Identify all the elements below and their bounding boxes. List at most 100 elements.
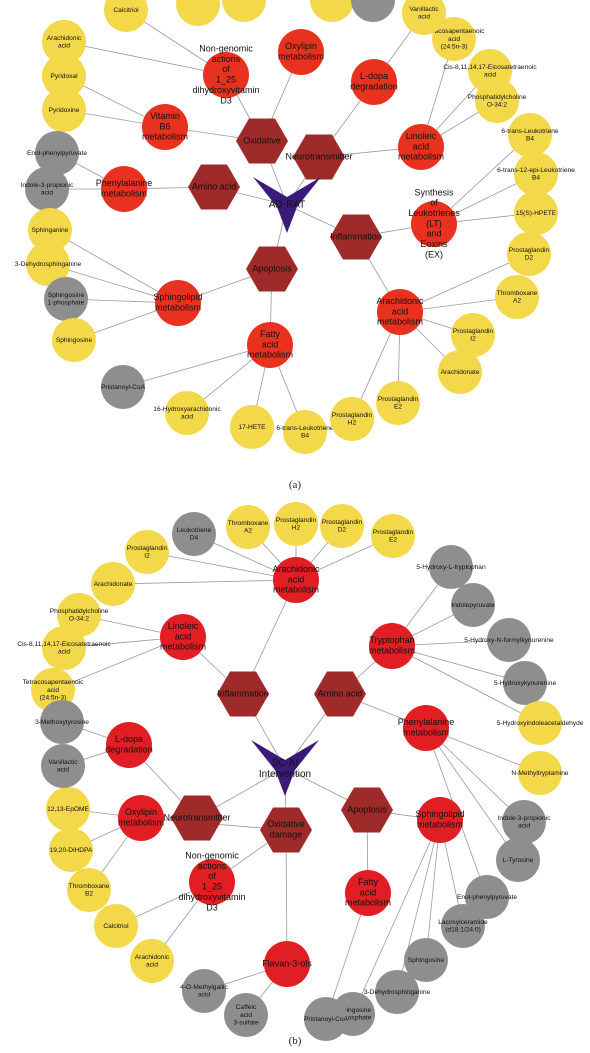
metabolite-circle — [42, 20, 86, 64]
node-label-line: Inflammation — [217, 688, 269, 698]
node-label-line: dihydroxyvitamin — [178, 892, 245, 902]
node-label-line: D2 — [525, 255, 534, 262]
node-label-line: (LT) — [426, 218, 442, 228]
node-label-line: Enol-phenylpyruvate — [457, 894, 517, 901]
node-label-line: Phosphatidylcholine — [468, 94, 527, 101]
metabolite-circle — [330, 397, 374, 441]
node-label-line: Amino acid — [318, 688, 363, 698]
metabolite-circle — [429, 545, 473, 589]
pathway-circle — [203, 52, 249, 98]
metabolite-circle — [465, 875, 509, 919]
panel-b-metabolite-5-hydroxykynurenine: 5-Hydroxykynurenine — [494, 661, 556, 705]
node-label-line: Arachidonate — [94, 581, 133, 588]
node-label-line: Eoxins — [420, 239, 448, 249]
node-label-line: (EX) — [425, 249, 443, 259]
node-label-line: B6 — [159, 121, 170, 131]
node-label-line: Flavan-3-ols — [262, 958, 312, 968]
node-label-line: O-34:2 — [487, 102, 507, 109]
node-label-line: metabolism — [155, 303, 201, 313]
node-label-line: Prostaglandin — [373, 529, 414, 536]
node-label-line: metabolism — [403, 728, 449, 738]
node-label-line: Prostaglandin — [378, 396, 419, 403]
pathway-circle — [377, 289, 423, 335]
category-hexagon — [217, 671, 269, 717]
node-label-line: 1_25 — [216, 75, 236, 85]
node-label-line: Neurotransmitter — [163, 812, 230, 822]
metabolite-circle — [507, 232, 551, 276]
metabolite-circle — [41, 744, 85, 788]
panel-a-edge-pathway-metabolite — [122, 344, 271, 388]
panel-b-category-amino-acid: Amino acid — [314, 671, 366, 717]
metabolite-circle — [451, 583, 495, 627]
node-label-line: 1-phosphate — [335, 1015, 372, 1022]
node-label-line: metabolism — [398, 152, 444, 162]
metabolite-circle — [402, 0, 446, 35]
panel-a-metabolite-sphingosine: Sphingosine — [52, 318, 96, 362]
node-label-line: acid — [484, 72, 496, 79]
metabolite-circle — [496, 838, 540, 882]
node-label-line: Sphingosine — [408, 957, 445, 964]
node-label-line: Pyridoxal — [50, 73, 78, 80]
node-label-line: Oxidative — [243, 135, 281, 145]
metabolite-circle — [25, 167, 69, 211]
node-label-line: acid — [175, 631, 192, 641]
metabolite-circle — [518, 701, 562, 745]
node-label-line: Leukotrienes — [408, 208, 460, 218]
node-label-line: L-dopa — [115, 734, 143, 744]
panel-a-metabolite-pyridoxine: Pyridoxine — [42, 88, 86, 132]
node-label-line: Lacosylceramide — [438, 919, 488, 926]
node-label-line: Apoptosis — [252, 263, 292, 273]
panel-b-metabolite-3-methoxytyrosine: 3-Methoxytyrosine — [35, 700, 89, 744]
panel-a-metabolite-node-partial — [176, 0, 220, 26]
metabolite-circle — [274, 502, 318, 546]
node-label-line: Inflammation — [330, 231, 382, 241]
metabolite-circle — [514, 191, 558, 235]
node-label-line: B2 — [85, 891, 93, 898]
node-label-line: Non-genomic — [185, 851, 239, 861]
metabolite-circle — [91, 562, 135, 606]
node-label-line: Phosphatidylcholine — [50, 608, 109, 615]
node-label-line: acid — [181, 414, 193, 421]
metabolite-circle — [49, 828, 93, 872]
panel-b-metabolite-3-dehydrosphinganine: 3-Dehydrosphinganine — [364, 970, 431, 1014]
node-label-line: Sphingosine — [335, 1007, 372, 1014]
node-label-line: of — [208, 871, 216, 881]
node-label-line: acid — [413, 141, 430, 151]
node-label-line: metabolism — [247, 350, 293, 360]
node-label-line: 15(S)-HPETE — [516, 210, 557, 217]
node-label-line: Synthesis — [414, 187, 454, 197]
node-label-line: H2 — [292, 525, 301, 532]
node-label-line: Arachidonic — [47, 35, 82, 42]
metabolite-circle — [375, 970, 419, 1014]
node-label-line: (24:5n-3) — [40, 694, 67, 701]
metabolite-circle — [503, 661, 547, 705]
panel-a-category-apoptosis: Apoptosis — [246, 246, 298, 292]
panel-b-metabolite-calcitriol: Calcitriol — [94, 904, 138, 948]
pathway-circle — [106, 722, 152, 768]
node-label-line: B4 — [532, 175, 540, 182]
node-label-line: Oxylipin — [125, 807, 157, 817]
panel-b-edge-pathway-metabolite — [425, 819, 441, 961]
node-label-line: A2 — [244, 528, 252, 535]
panel-b-metabolite-5-hydroxy-n-formylkynurenine: 5-Hydroxy-N-formylkynurenine — [464, 618, 554, 662]
category-hexagon — [293, 134, 345, 180]
node-label-line: Arachidonate — [441, 369, 480, 376]
node-label-line: Indole-3-propionic — [498, 815, 551, 822]
node-label-line: Prostaglandin — [332, 412, 373, 419]
